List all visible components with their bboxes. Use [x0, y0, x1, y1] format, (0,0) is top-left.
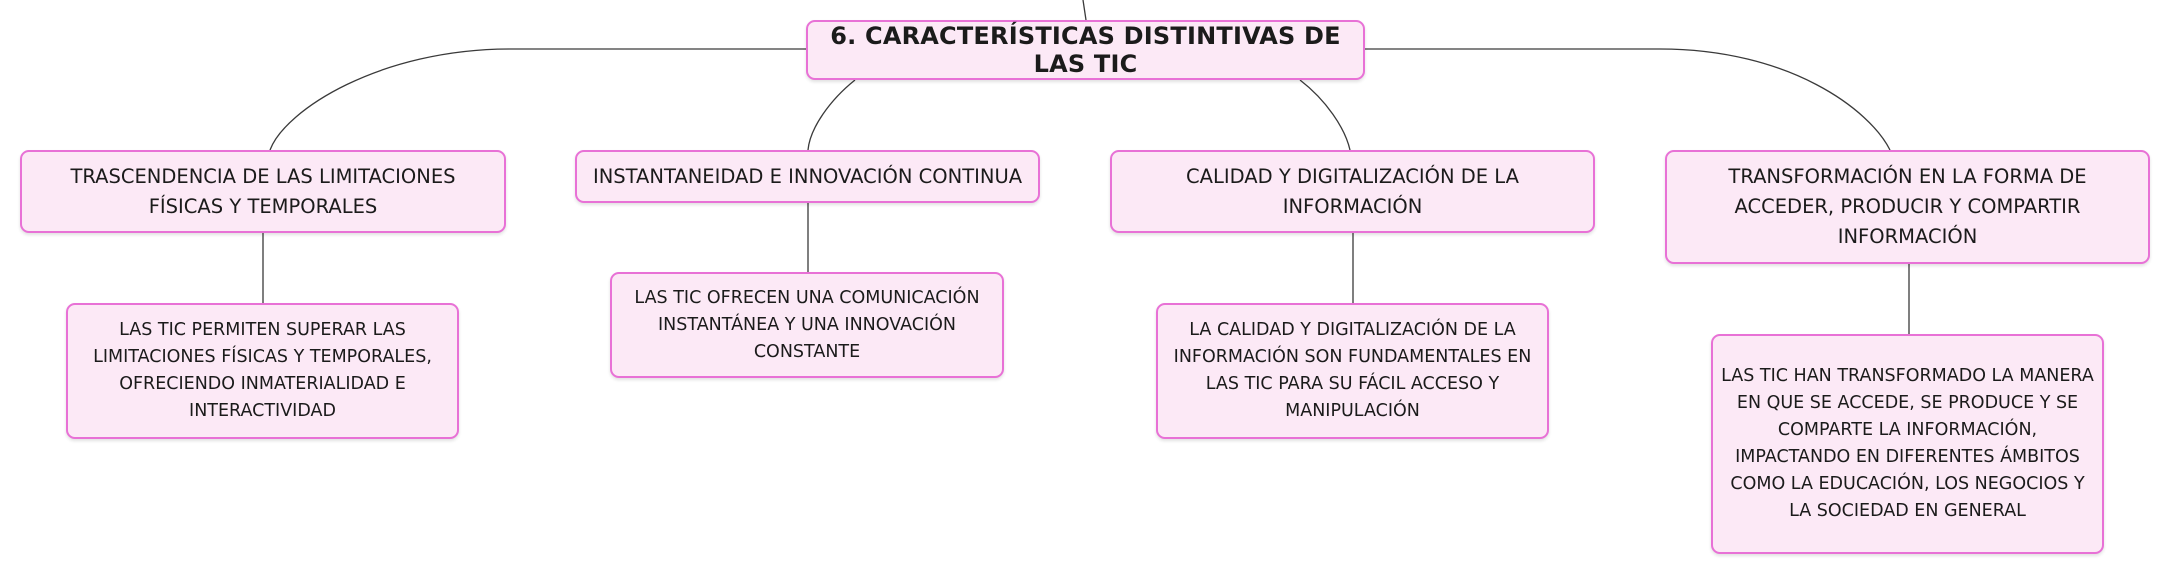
topic-node-4[interactable]: TRANSFORMACIÓN EN LA FORMA DE ACCEDER, P…	[1665, 150, 2150, 264]
connector-root-parent	[1082, 0, 1087, 21]
topic-label-1: TRASCENDENCIA DE LAS LIMITACIONES FÍSICA…	[70, 164, 456, 218]
connector-root-branch-1	[269, 48, 808, 151]
root-title: 6. CARACTERÍSTICAS DISTINTIVAS DE LAS TI…	[830, 22, 1341, 78]
topic-label-2: INSTANTANEIDAD E INNOVACIÓN CONTINUA	[592, 164, 1023, 188]
detail-node-4[interactable]: LAS TIC HAN TRANSFORMADO LA MANERA EN QU…	[1711, 334, 2104, 554]
topic-label-3: CALIDAD Y DIGITALIZACIÓN DE LA INFORMACI…	[1186, 164, 1519, 218]
topic-node-1[interactable]: TRASCENDENCIA DE LAS LIMITACIONES FÍSICA…	[20, 150, 506, 233]
root-node[interactable]: 6. CARACTERÍSTICAS DISTINTIVAS DE LAS TI…	[806, 20, 1365, 80]
detail-text-1: LAS TIC PERMITEN SUPERAR LAS LIMITACIONE…	[93, 320, 432, 421]
topic-node-3[interactable]: CALIDAD Y DIGITALIZACIÓN DE LA INFORMACI…	[1110, 150, 1595, 233]
topic-label-4: TRANSFORMACIÓN EN LA FORMA DE ACCEDER, P…	[1728, 165, 2087, 248]
detail-text-4: LAS TIC HAN TRANSFORMADO LA MANERA EN QU…	[1721, 366, 2094, 521]
topic-node-2[interactable]: INSTANTANEIDAD E INNOVACIÓN CONTINUA	[575, 150, 1040, 203]
connector-root-branch-3	[1299, 79, 1351, 151]
connector-root-branch-2	[807, 79, 856, 151]
detail-node-3[interactable]: LA CALIDAD Y DIGITALIZACIÓN DE LA INFORM…	[1156, 303, 1549, 439]
detail-node-2[interactable]: LAS TIC OFRECEN UNA COMUNICACIÓN INSTANT…	[610, 272, 1004, 378]
connector-root-branch-4	[1365, 48, 1891, 151]
detail-node-1[interactable]: LAS TIC PERMITEN SUPERAR LAS LIMITACIONE…	[66, 303, 459, 439]
detail-text-2: LAS TIC OFRECEN UNA COMUNICACIÓN INSTANT…	[634, 287, 980, 362]
detail-text-3: LA CALIDAD Y DIGITALIZACIÓN DE LA INFORM…	[1173, 320, 1532, 421]
